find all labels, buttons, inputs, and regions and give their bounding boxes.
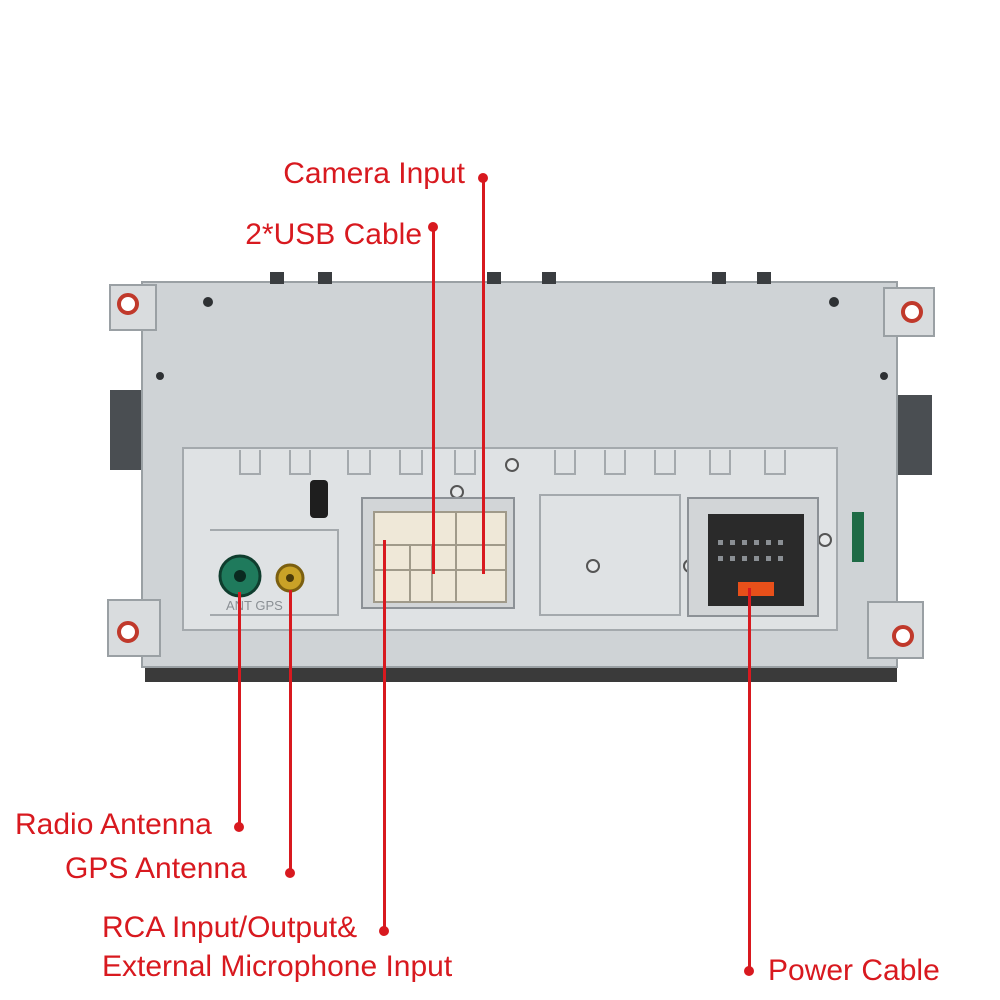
top-tab [542,272,556,284]
panel-marking: ANT GPS [226,598,283,613]
gps-antenna-jack-pin [286,574,294,582]
rca-label-line2: External Microphone Input [102,950,453,983]
usb-rca-plug [373,511,507,603]
side-tab-green [852,512,864,562]
radio-antenna-leader-line [238,592,241,828]
screw [829,297,839,307]
camera-input-leader-line [482,178,485,574]
top-tab [487,272,501,284]
mounting-hole [117,293,139,315]
screw [880,372,888,380]
cable-stub [310,480,328,518]
fuse [738,582,774,596]
rca-dot [379,926,389,936]
screw [203,297,213,307]
mounting-bracket-bottom-left [107,599,161,657]
screw [818,533,832,547]
mounting-hole [901,301,923,323]
power-cable-leader-line [748,588,751,972]
radio-antenna-jack-pin [234,570,246,582]
gps-antenna-label: GPS Antenna [65,852,247,885]
power-cable-dot [744,966,754,976]
heatsink-fins [210,450,786,616]
usb-cable-dot [428,222,438,232]
top-tab [712,272,726,284]
radio-antenna-label: Radio Antenna [15,808,212,841]
top-tab [270,272,284,284]
camera-input-label: Camera Input [283,157,465,190]
top-tab [318,272,332,284]
rca-leader-line [383,540,386,932]
power-connector-pins [718,540,783,561]
screw [156,372,164,380]
gps-antenna-dot [285,868,295,878]
screw [450,485,464,499]
screw [586,559,600,573]
mounting-hole [892,625,914,647]
camera-input-dot [478,173,488,183]
rca-label-line1: RCA Input/Output& [102,911,358,944]
radio-antenna-dot [234,822,244,832]
usb-cable-label: 2*USB Cable [245,218,422,251]
top-tab [757,272,771,284]
gps-antenna-leader-line [289,590,292,874]
screw [505,458,519,472]
mounting-hole [117,621,139,643]
power-cable-label: Power Cable [768,954,940,987]
usb-cable-leader-line [432,227,435,574]
